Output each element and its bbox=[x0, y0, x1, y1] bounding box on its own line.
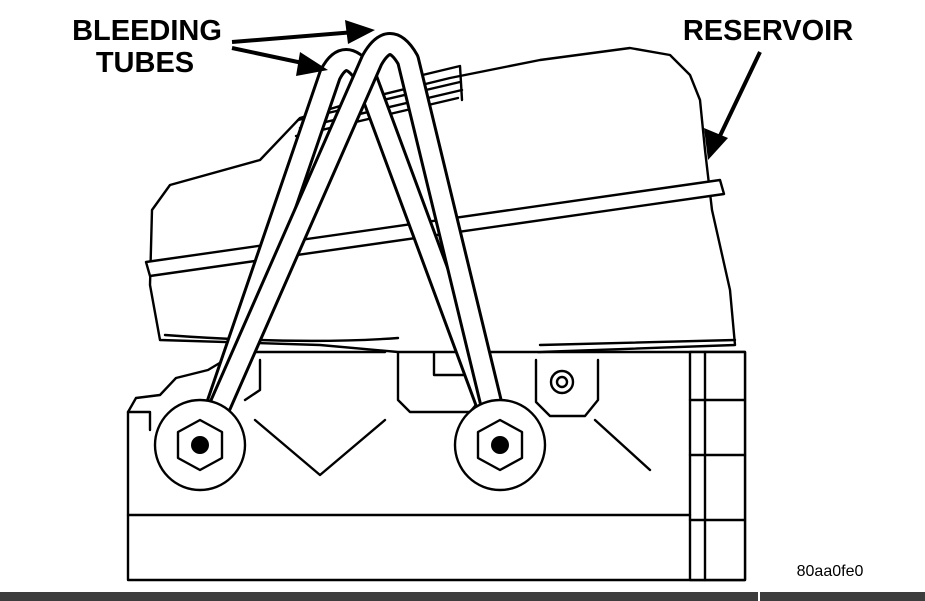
reservoir-arrow bbox=[704, 51, 762, 160]
bottom-bar-divider bbox=[758, 592, 760, 601]
reservoir-label: RESERVOIR bbox=[683, 15, 853, 47]
bleeding-label-line1: BLEEDING bbox=[72, 15, 222, 47]
port-fitting bbox=[549, 369, 575, 395]
bleeder-fitting-right bbox=[453, 398, 547, 492]
figure-code: 80aa0fe0 bbox=[797, 563, 864, 580]
bleeding-label-line2: TUBES bbox=[96, 47, 194, 79]
bottom-bar bbox=[0, 592, 925, 601]
bleeding-tubes-arrows bbox=[231, 20, 375, 76]
bleeding-tube-right bbox=[193, 32, 512, 452]
bleeder-fitting-left bbox=[153, 398, 247, 492]
master-cylinder-body bbox=[126, 310, 747, 582]
